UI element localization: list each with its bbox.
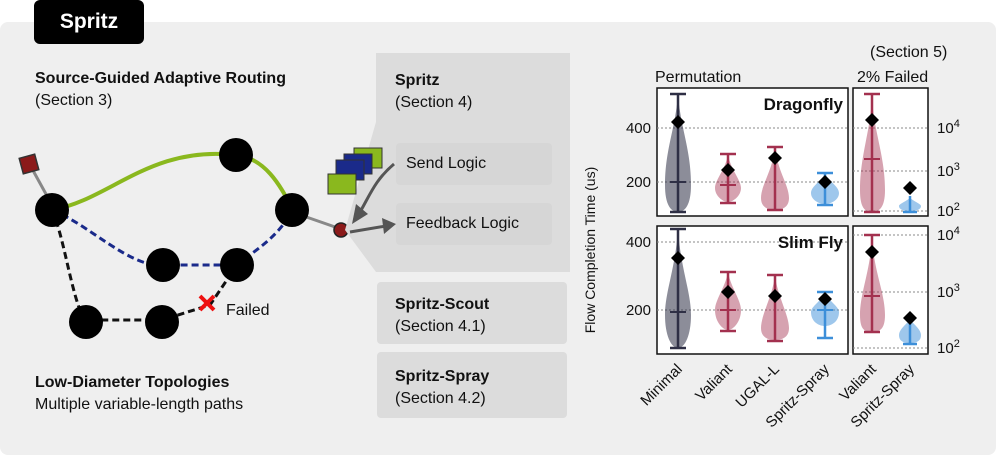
mean-marker xyxy=(818,292,832,306)
topologies-title: Low-Diameter Topologies xyxy=(35,374,230,391)
xtick-label: Minimal xyxy=(637,361,686,410)
mean-marker xyxy=(903,311,917,325)
mean-marker xyxy=(768,151,782,165)
feedback-logic-box: Feedback Logic xyxy=(396,203,552,245)
mean-markers xyxy=(671,113,917,325)
mean-marker xyxy=(671,115,685,129)
spray-box xyxy=(377,352,567,418)
svg-text:104: 104 xyxy=(937,225,960,244)
scout-section: (Section 4.1) xyxy=(395,318,486,335)
scout-title: Spritz-Scout xyxy=(395,296,490,313)
routing-title: Source-Guided Adaptive Routing xyxy=(35,70,286,87)
packets-and-arrows xyxy=(327,147,396,234)
xtick-label: UGAL-L xyxy=(732,361,782,411)
dragonfly-failed-frame xyxy=(852,87,929,217)
svg-text:102: 102 xyxy=(937,338,960,357)
ytick-label: 200 xyxy=(626,174,651,191)
source-router-icon xyxy=(18,153,40,175)
send-logic-box: Send Logic xyxy=(396,143,552,185)
packet-icon xyxy=(327,173,357,195)
dragonfly-title: Dragonfly xyxy=(764,95,844,114)
ytick-label: 200 xyxy=(626,302,651,319)
spritz-title: Spritz xyxy=(395,72,440,89)
section-label: (Section 5) xyxy=(870,44,947,61)
svg-text:103: 103 xyxy=(937,282,960,301)
green-path xyxy=(51,151,294,212)
node xyxy=(219,138,253,172)
node xyxy=(145,305,179,339)
node xyxy=(35,193,69,227)
feedback-arrow-icon xyxy=(349,224,387,234)
xtick-label: Valiant xyxy=(692,360,736,404)
spritz-badge: Spritz xyxy=(34,0,144,44)
mean-marker xyxy=(721,163,735,177)
mean-marker xyxy=(671,251,685,265)
mean-marker xyxy=(865,245,879,259)
y-axis-label: Flow Completion Time (us) xyxy=(582,167,598,334)
mean-marker xyxy=(903,181,917,195)
node xyxy=(275,193,309,227)
failed-label: Failed xyxy=(226,302,270,319)
slimfly-title: Slim Fly xyxy=(778,233,844,252)
slimfly-violins xyxy=(665,227,921,350)
topologies-subtitle: Multiple variable-length paths xyxy=(35,396,244,413)
mean-marker xyxy=(721,285,735,299)
svg-text:103: 103 xyxy=(937,161,960,180)
node xyxy=(220,248,254,282)
ytick-label: 400 xyxy=(626,234,651,251)
spray-title: Spritz-Spray xyxy=(395,368,490,385)
group-label-permutation: Permutation xyxy=(655,69,741,86)
svg-text:104: 104 xyxy=(937,118,960,137)
mean-marker xyxy=(865,113,879,127)
spritz-section: (Section 4) xyxy=(395,94,473,111)
network-diagram xyxy=(18,138,349,339)
fct-violin-chart: (Section 5) Permutation 2% Failed Flow C… xyxy=(582,44,960,431)
scout-box xyxy=(377,282,567,344)
send-arrow-icon xyxy=(358,162,395,213)
ytick-label: 400 xyxy=(626,120,651,137)
mean-marker xyxy=(768,289,782,303)
node xyxy=(146,248,180,282)
routing-section: (Section 3) xyxy=(35,92,113,109)
spray-section: (Section 4.2) xyxy=(395,390,486,407)
mean-marker xyxy=(818,175,832,189)
group-label-failed: 2% Failed xyxy=(857,69,928,86)
right-tick-labels: 104 103 102 104 103 102 xyxy=(937,118,960,357)
svg-text:102: 102 xyxy=(937,201,960,220)
node xyxy=(69,305,103,339)
failed-link-icon xyxy=(198,294,216,312)
